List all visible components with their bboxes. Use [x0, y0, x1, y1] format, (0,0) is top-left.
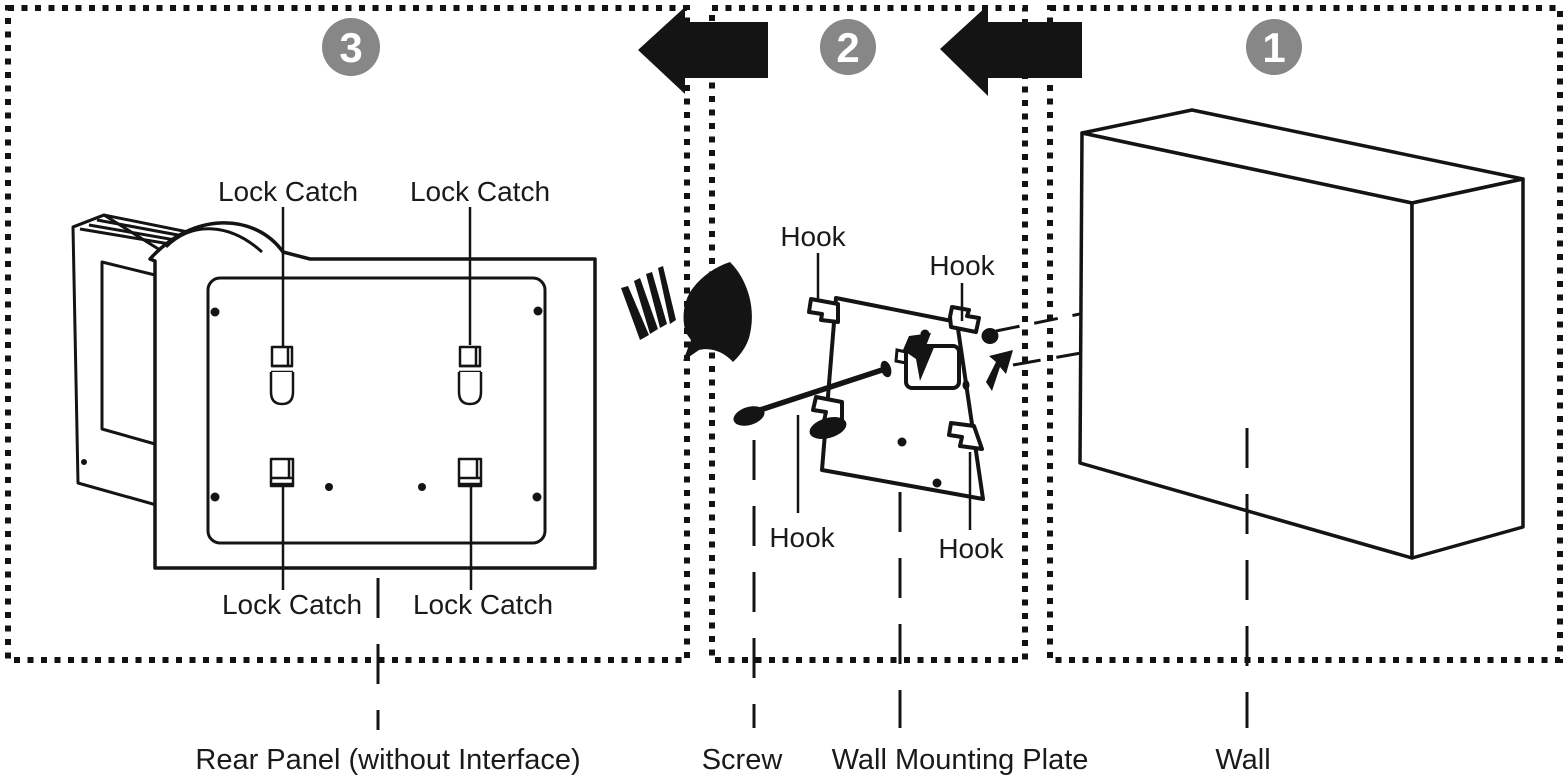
plate-hook-tab-top-right: [948, 305, 981, 334]
label-hook-top-right: Hook: [929, 250, 995, 281]
label-hook-top-left: Hook: [780, 221, 846, 252]
corner-screw-hole: [533, 306, 543, 316]
step3-number-badge: [322, 18, 380, 76]
wall-drawing: [1078, 108, 1525, 560]
label-lock-catch-top-left: Lock Catch: [218, 176, 358, 207]
wall-mounting-plate-drawing: [807, 296, 1013, 501]
lock-catch-slot-bottom-right: [457, 457, 483, 488]
plate-hole-small: [962, 380, 970, 390]
screw-tip: [880, 360, 892, 378]
caption-wall: Wall: [1215, 744, 1270, 776]
lock-catch-slot-top-right: [457, 345, 483, 406]
step2-number: 2: [836, 24, 859, 71]
wall-side-face: [1410, 177, 1525, 560]
label-hook-bottom-right: Hook: [938, 533, 1004, 564]
label-lock-catch-bottom-left: Lock Catch: [222, 589, 362, 620]
step3-number: 3: [339, 24, 362, 71]
screw-head-in-hook: [809, 417, 847, 439]
bezel-hole: [81, 459, 87, 465]
step2-dotted-border: [709, 5, 1028, 663]
swing-attach-arrow-icon: [621, 262, 752, 362]
plate-hole: [897, 437, 907, 447]
plate-hole: [325, 483, 333, 491]
hook-direction-arrow-icon: [986, 350, 1013, 391]
screw-head: [733, 406, 765, 426]
step-panel-1: 1 Wall: [1047, 5, 1563, 776]
step1-dotted-border: [1047, 5, 1563, 663]
left-arrow-step1-to-step2-icon: [940, 5, 1082, 96]
screw-drawing: [733, 360, 892, 426]
plate-hole: [932, 478, 942, 488]
step-panel-3: 3: [5, 5, 690, 776]
label-hook-bottom-left: Hook: [769, 522, 835, 553]
plate-hook-tab-top-left: [807, 297, 840, 324]
rear-plate: [206, 276, 547, 545]
corner-screw-hole: [210, 307, 220, 317]
insert-direction-arrow-icon: [903, 333, 935, 381]
alignment-dash-upper: [995, 303, 1125, 333]
lock-catch-slot-top-left: [269, 345, 295, 406]
plate-cutout-notch: [894, 348, 907, 365]
caption-screw: Screw: [702, 744, 784, 776]
monitor-front-bezel: [71, 213, 273, 508]
step1-number-badge: [1246, 19, 1302, 75]
label-lock-catch-top-right: Lock Catch: [410, 176, 550, 207]
label-lock-catch-bottom-right: Lock Catch: [413, 589, 553, 620]
corner-screw-hole: [532, 492, 542, 502]
corner-screw-hole: [210, 492, 220, 502]
plate-hook-tab-bottom-right: [947, 421, 984, 451]
caption-rear-panel: Rear Panel (without Interface): [195, 744, 580, 776]
rear-panel-drawing: [148, 221, 597, 570]
left-arrow-step2-to-step3-icon: [638, 7, 768, 94]
step1-number: 1: [1262, 24, 1285, 71]
plate-hole: [418, 483, 426, 491]
monitor-screen: [100, 260, 157, 446]
caption-wall-mounting-plate: Wall Mounting Plate: [832, 744, 1089, 776]
lock-catch-slot-bottom-left: [269, 457, 295, 488]
step2-number-badge: [820, 19, 876, 75]
step-panel-2: 2: [702, 5, 1207, 776]
cable-arc-inner: [164, 227, 264, 254]
screw-shaft: [756, 367, 883, 414]
screw-head-right: [981, 328, 999, 344]
